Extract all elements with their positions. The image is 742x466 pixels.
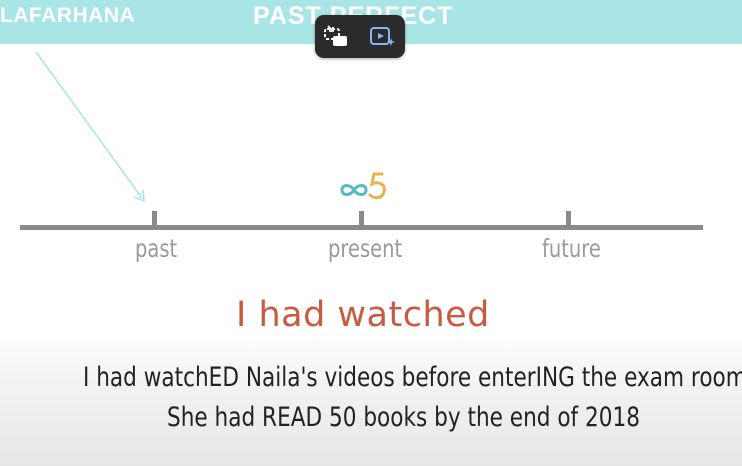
timeline-label-past: past xyxy=(135,234,178,263)
video-overlay-controls xyxy=(315,15,405,58)
ai-video-button[interactable] xyxy=(369,24,395,50)
example-sentence: She had READ 50 books by the end of 2018 xyxy=(167,402,640,433)
timeline-label-present: present xyxy=(328,234,403,263)
infinity-icon xyxy=(340,172,386,200)
timeline-tick-present xyxy=(359,211,364,227)
pip-icon xyxy=(324,25,347,46)
example-sentence: I had watchED Naila's videos before ente… xyxy=(83,362,742,393)
timeline-label-future: future xyxy=(542,234,601,263)
timeline-tick-future xyxy=(566,211,571,227)
timeline-tick-past xyxy=(152,211,157,227)
channel-brand: LAFARHANA xyxy=(0,4,136,27)
tense-heading: I had watched xyxy=(236,295,490,335)
picture-in-picture-button[interactable] xyxy=(323,24,349,50)
timeline-line xyxy=(20,225,703,230)
ai-sparkle-video-icon xyxy=(370,27,395,46)
